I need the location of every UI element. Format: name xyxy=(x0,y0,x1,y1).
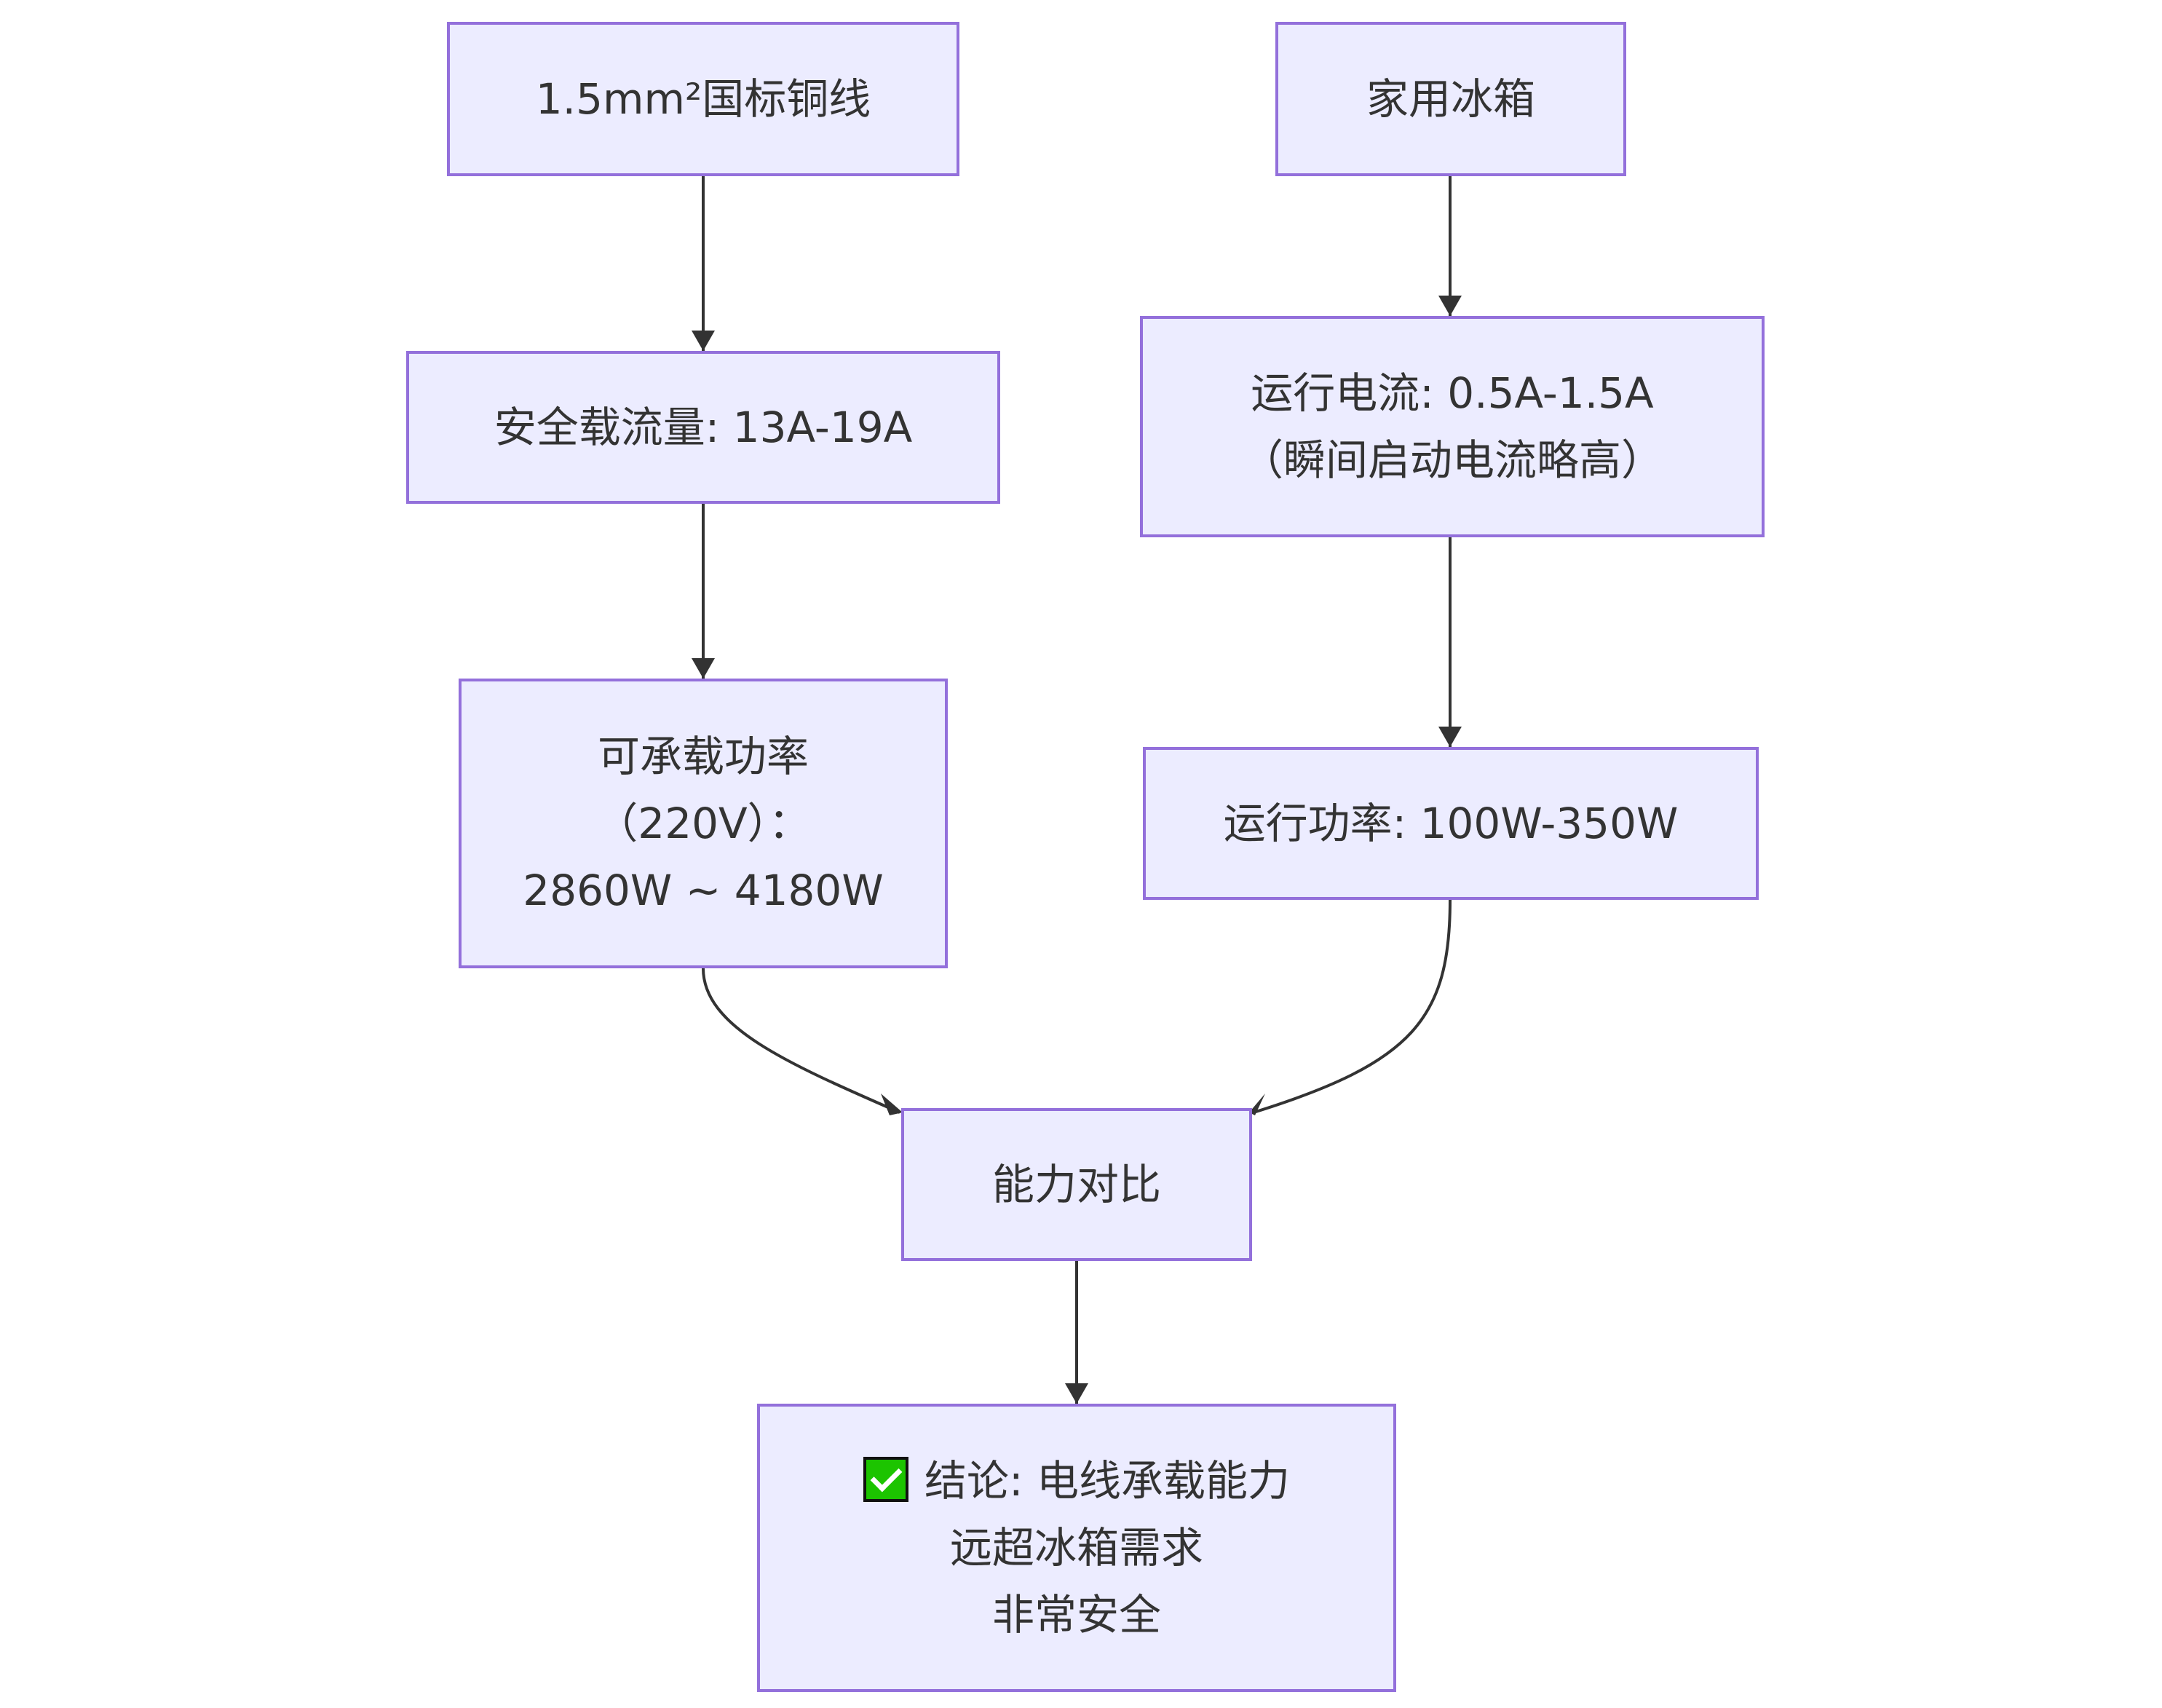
node-capacity: 安全载流量: 13A-19A xyxy=(406,351,1000,504)
node-current-line1: 运行电流: 0.5A-1.5A xyxy=(1251,368,1654,418)
node-capacity-label: 安全载流量: 13A-19A xyxy=(494,403,913,452)
node-running-power-label: 运行功率: 100W-350W xyxy=(1223,799,1679,848)
node-compare: 能力对比 xyxy=(901,1108,1252,1261)
arrowhead-current xyxy=(1438,296,1462,316)
node-wire-label: 1.5mm²国标铜线 xyxy=(535,74,871,124)
arrowhead-conclusion xyxy=(1065,1383,1088,1404)
check-mark-icon xyxy=(863,1457,908,1502)
node-conclusion: 结论: 电线承载能力 远超冰箱需求 非常安全 xyxy=(757,1404,1396,1692)
edge-power-capacity-to-compare xyxy=(702,968,900,1114)
node-conclusion-line1-row: 结论: 电线承载能力 xyxy=(863,1447,1290,1514)
node-conclusion-line2: 远超冰箱需求 xyxy=(949,1523,1203,1573)
edge-running-power-to-compare xyxy=(1253,899,1452,1114)
node-wire: 1.5mm²国标铜线 xyxy=(447,22,959,176)
arrowhead-compare-left xyxy=(881,1094,903,1115)
node-power-capacity-line2: （220V）： xyxy=(595,799,811,848)
arrowhead-compare-right xyxy=(1249,1094,1265,1115)
node-fridge-label: 家用冰箱 xyxy=(1366,74,1535,124)
node-conclusion-line1: 结论: 电线承载能力 xyxy=(924,1456,1290,1506)
node-power-capacity-line1: 可承载功率 xyxy=(597,732,809,781)
arrowhead-running-power xyxy=(1438,727,1462,747)
node-running-power: 运行功率: 100W-350W xyxy=(1143,747,1759,900)
node-current-line2: （瞬间启动电流略高） xyxy=(1240,435,1663,485)
node-compare-label: 能力对比 xyxy=(991,1160,1161,1209)
arrowhead-power-capacity xyxy=(692,658,715,679)
node-conclusion-line3: 非常安全 xyxy=(991,1590,1161,1640)
node-fridge: 家用冰箱 xyxy=(1275,22,1626,176)
arrowhead-capacity xyxy=(692,331,715,351)
node-power-capacity-line3: 2860W ~ 4180W xyxy=(523,866,884,915)
node-current: 运行电流: 0.5A-1.5A （瞬间启动电流略高） xyxy=(1140,316,1765,537)
node-power-capacity: 可承载功率 （220V）： 2860W ~ 4180W xyxy=(459,679,948,968)
